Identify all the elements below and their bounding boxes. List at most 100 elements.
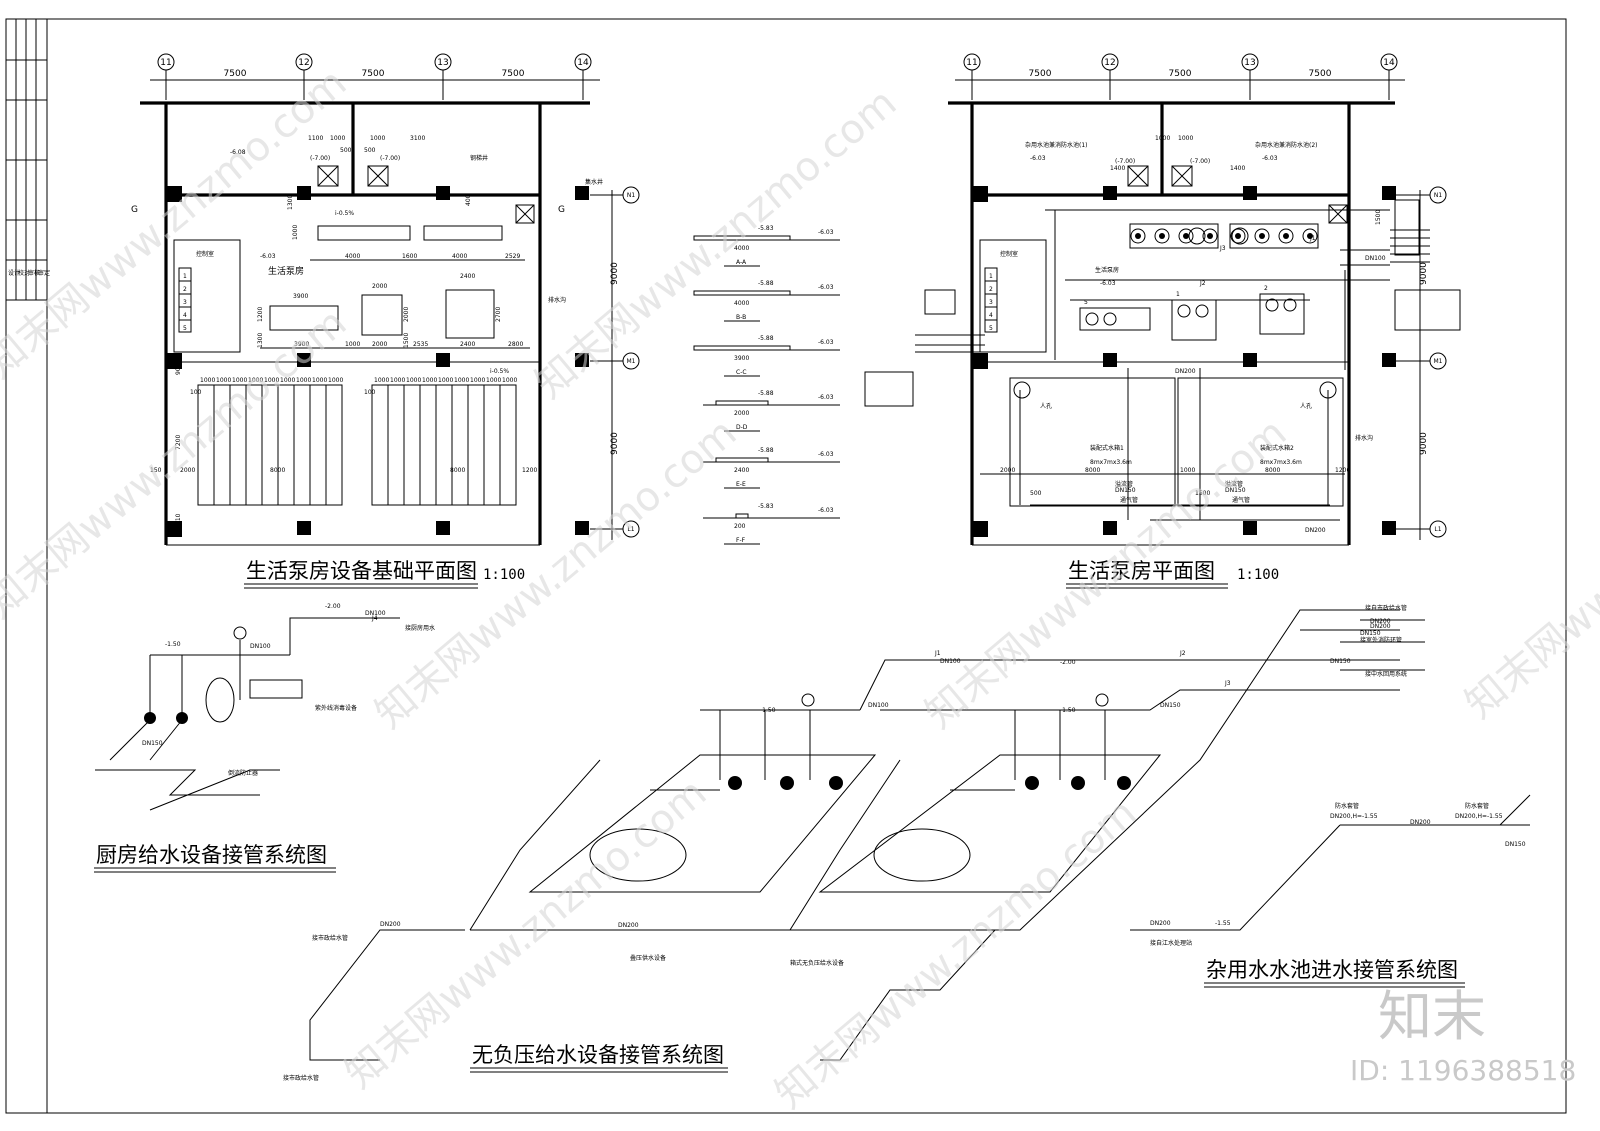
svg-text:14: 14	[577, 58, 589, 68]
kitchen-system-title: 厨房给水设备接管系统图	[96, 843, 327, 867]
pump-icon	[1177, 304, 1191, 318]
pump-icon	[1195, 304, 1209, 318]
title-strip: 设计 校对 审核 审定	[6, 19, 50, 301]
svg-text:DN200: DN200	[1410, 819, 1431, 826]
section-name: E-E	[736, 481, 746, 488]
strip-dim: 1000	[486, 377, 501, 384]
svg-text:N1: N1	[627, 192, 635, 199]
left-plan: 11 12 13 14 7500 7500 7500	[131, 53, 640, 589]
control-panel-right: 1 2 3 4 5	[984, 267, 998, 333]
equipment-number: 1	[1176, 291, 1180, 298]
svg-text:DN150: DN150	[1160, 702, 1181, 709]
pump-core	[1207, 233, 1213, 239]
pump-icon	[1283, 298, 1297, 312]
svg-text:1400: 1400	[1230, 165, 1245, 172]
svg-text:4: 4	[183, 312, 187, 319]
strip-dim: 1000	[422, 377, 437, 384]
section-level-top: -5.88	[758, 447, 774, 454]
svg-text:J2: J2	[1199, 280, 1206, 287]
svg-text:2000: 2000	[403, 307, 410, 322]
svg-text:M1: M1	[627, 358, 636, 365]
svg-text:1500: 1500	[403, 333, 410, 348]
svg-text:9000: 9000	[610, 432, 620, 455]
pump-base	[1229, 223, 1319, 249]
svg-text:1600: 1600	[402, 253, 417, 260]
svg-text:J2: J2	[1179, 650, 1186, 657]
svg-text:知末网www.znzmo.com: 知末网www.znzmo.com	[527, 80, 905, 408]
svg-text:2535: 2535	[413, 341, 428, 348]
svg-text:防水套管: 防水套管	[1465, 802, 1489, 810]
svg-text:13: 13	[1244, 58, 1255, 68]
pump-icon	[1202, 228, 1218, 244]
svg-text:DN200,H=-1.55: DN200,H=-1.55	[1455, 813, 1503, 820]
svg-text:-1.50: -1.50	[760, 707, 776, 714]
strip-dim: 1000	[200, 377, 215, 384]
svg-text:2800: 2800	[508, 341, 523, 348]
svg-text:1000: 1000	[1178, 135, 1193, 142]
svg-text:叠压供水设备: 叠压供水设备	[630, 954, 666, 962]
svg-text:2000: 2000	[180, 467, 195, 474]
svg-text:装配式水箱1: 装配式水箱1	[1090, 444, 1124, 452]
svg-text:控制室: 控制室	[1000, 250, 1018, 258]
svg-text:3: 3	[989, 299, 993, 306]
section-details: -5.83-6.034000A-A-5.88-6.034000B-B-5.88-…	[693, 225, 840, 545]
svg-text:2000: 2000	[1000, 467, 1015, 474]
sidebar-label: 校对	[18, 269, 30, 277]
right-plan: 11 12 13 14 7500 7500 7500 N1 M1 L1	[864, 53, 1461, 589]
strip-dim: 1000	[296, 377, 311, 384]
section-width: 4000	[734, 300, 749, 307]
svg-text:1000: 1000	[292, 225, 299, 240]
strip-dim: 1000	[216, 377, 231, 384]
pump-group	[1229, 223, 1319, 249]
pump-icon	[1085, 312, 1099, 326]
svg-text:排水沟: 排水沟	[548, 296, 566, 304]
svg-text:11: 11	[160, 58, 171, 68]
strip-dim: 1000	[232, 377, 247, 384]
sidebar-label: 审核	[28, 269, 40, 277]
svg-text:-2.00: -2.00	[325, 603, 341, 610]
control-panel-left: 1 2 3 4 5	[178, 267, 192, 333]
svg-text:接中水回用系统: 接中水回用系统	[1365, 670, 1407, 678]
svg-text:1000: 1000	[345, 341, 360, 348]
svg-text:-6.08: -6.08	[230, 149, 246, 156]
svg-text:3900: 3900	[294, 341, 309, 348]
svg-text:DN100: DN100	[365, 610, 386, 617]
equipment-number: 5	[1084, 299, 1088, 306]
svg-text:2000: 2000	[372, 283, 387, 290]
svg-text:通气管: 通气管	[1120, 496, 1138, 504]
svg-text:DN100: DN100	[940, 658, 961, 665]
svg-text:2400: 2400	[460, 273, 475, 280]
svg-text:14: 14	[1383, 58, 1395, 68]
svg-text:接市政给水管: 接市政给水管	[312, 934, 348, 942]
section-level-top: -5.83	[758, 503, 774, 510]
svg-text:3100: 3100	[410, 135, 425, 142]
strip-dim: 1000	[390, 377, 405, 384]
section-level-bottom: -6.03	[818, 284, 834, 291]
svg-text:1200: 1200	[1335, 467, 1350, 474]
svg-text:L1: L1	[627, 526, 634, 533]
pump-icon	[1230, 228, 1246, 244]
svg-text:1200: 1200	[257, 307, 264, 322]
svg-text:生活泵房: 生活泵房	[268, 265, 304, 277]
strip-dim: 1000	[454, 377, 469, 384]
svg-text:(-7.00): (-7.00)	[310, 155, 330, 162]
svg-text:溢流管: 溢流管	[1115, 480, 1133, 488]
section-name: C-C	[736, 369, 747, 376]
svg-text:8mx7mx3.6m: 8mx7mx3.6m	[1260, 459, 1302, 466]
pump-icon	[1178, 228, 1194, 244]
svg-text:1000: 1000	[330, 135, 345, 142]
pump-core	[1235, 233, 1241, 239]
equipment-base	[1171, 299, 1217, 341]
svg-text:1500: 1500	[1375, 210, 1382, 225]
svg-text:杂用水池兼消防水池(2): 杂用水池兼消防水池(2)	[1255, 141, 1318, 149]
left-plan-scale: 1:100	[483, 567, 525, 583]
svg-text:DN150: DN150	[1115, 487, 1136, 494]
svg-text:DN200: DN200	[1305, 527, 1326, 534]
svg-text:1300: 1300	[287, 195, 294, 210]
svg-text:7500: 7500	[1309, 69, 1332, 79]
pump-core	[1283, 233, 1289, 239]
section-width: 3900	[734, 355, 749, 362]
svg-text:L1: L1	[1434, 526, 1441, 533]
